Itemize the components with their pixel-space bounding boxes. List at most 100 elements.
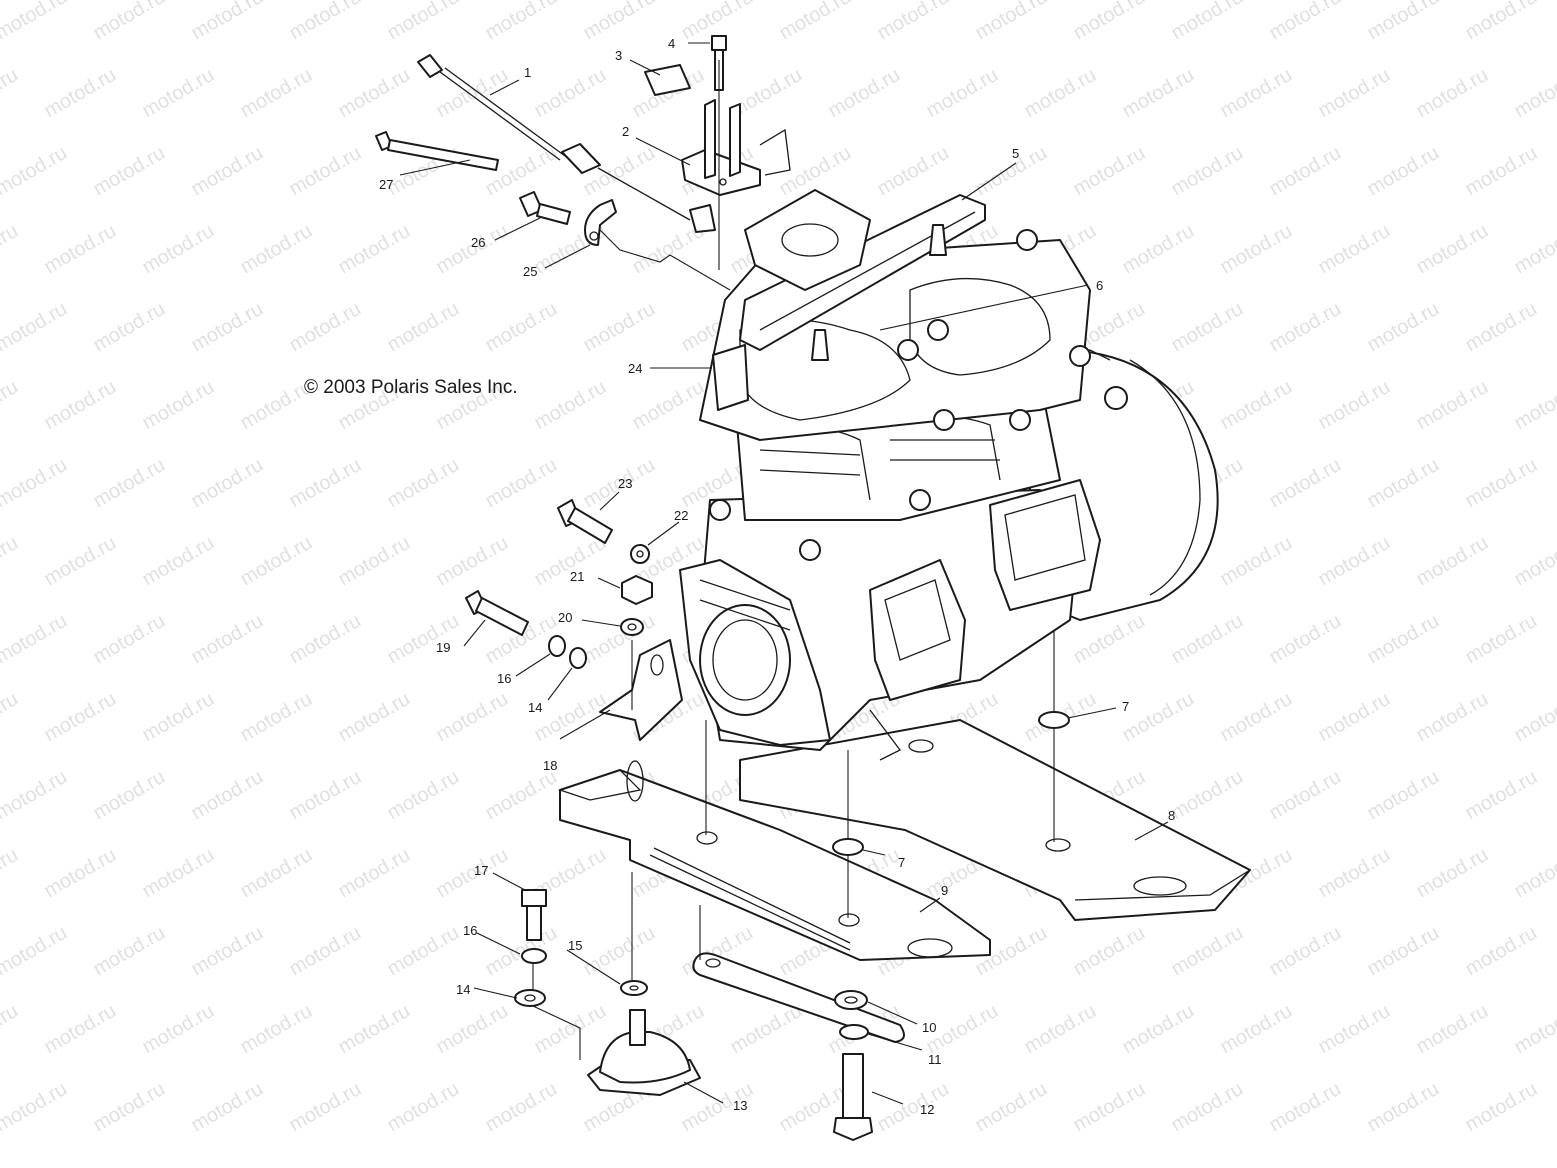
bracket-2: [681, 99, 791, 196]
mounting-plate-8: [739, 719, 1251, 921]
watermark-text: motod.ru: [1266, 922, 1345, 981]
watermark-text: motod.ru: [1168, 922, 1247, 981]
watermark-text: motod.ru: [1119, 688, 1198, 747]
watermark-text: motod.ru: [286, 454, 365, 513]
watermark-text: motod.ru: [1168, 0, 1247, 44]
callout-4: 4: [668, 36, 675, 51]
watermark-text: motod.ru: [1217, 64, 1296, 123]
watermark-text: motod.ru: [0, 532, 22, 591]
watermark-text: motod.ru: [1217, 688, 1296, 747]
watermark-text: motod.ru: [0, 1078, 71, 1137]
watermark-text: motod.ru: [139, 64, 218, 123]
watermark-text: motod.ru: [1119, 64, 1198, 123]
watermark-text: motod.ru: [1511, 376, 1557, 435]
watermark-text: motod.ru: [1511, 64, 1557, 123]
washer-11: [839, 1024, 869, 1040]
mounting-strap-10: [692, 952, 905, 1043]
watermark-text: motod.ru: [41, 844, 120, 903]
callout-8: 8: [1168, 808, 1175, 823]
watermark-text: motod.ru: [1462, 142, 1541, 201]
watermark-text: motod.ru: [1315, 376, 1394, 435]
watermark-text: motod.ru: [1070, 1078, 1149, 1137]
watermark-text: motod.ru: [482, 922, 561, 981]
watermark-text: motod.ru: [1217, 532, 1296, 591]
watermark-text: motod.ru: [41, 1000, 120, 1059]
bolt-19: [465, 590, 529, 636]
watermark-text: motod.ru: [286, 142, 365, 201]
watermark-text: motod.ru: [1511, 1000, 1557, 1059]
callout-3: 3: [615, 48, 622, 63]
watermark-text: motod.ru: [0, 220, 22, 279]
watermark-text: motod.ru: [1413, 1000, 1492, 1059]
watermark-text: motod.ru: [1364, 610, 1443, 669]
watermark-text: motod.ru: [286, 922, 365, 981]
watermark-text: motod.ru: [1413, 220, 1492, 279]
bracket-18: [599, 639, 683, 741]
watermark-text: motod.ru: [1315, 688, 1394, 747]
watermark-text: motod.ru: [1021, 64, 1100, 123]
watermark-text: motod.ru: [531, 64, 610, 123]
watermark-text: motod.ru: [188, 922, 267, 981]
watermark-text: motod.ru: [335, 532, 414, 591]
watermark-text: motod.ru: [90, 922, 169, 981]
motor-mount-13: [587, 1009, 701, 1096]
assembly-lines: [532, 60, 1055, 1060]
callout-12: 12: [920, 1102, 934, 1117]
watermark-text: motod.ru: [139, 532, 218, 591]
watermark-text: motod.ru: [482, 298, 561, 357]
watermark-text: motod.ru: [1462, 610, 1541, 669]
watermark-text: motod.ru: [384, 610, 463, 669]
watermark-text: motod.ru: [1217, 1000, 1296, 1059]
callout-5: 5: [1012, 146, 1019, 161]
bolt-17: [521, 889, 547, 941]
watermark-text: motod.ru: [1070, 142, 1149, 201]
watermark-text: motod.ru: [1266, 142, 1345, 201]
throttle-cable-1: [417, 54, 716, 233]
watermark-text: motod.ru: [1119, 1000, 1198, 1059]
watermark-text: motod.ru: [1462, 454, 1541, 513]
watermark-text: motod.ru: [286, 610, 365, 669]
watermark-text: motod.ru: [825, 64, 904, 123]
watermark-text: motod.ru: [286, 1078, 365, 1137]
watermark-text: motod.ru: [531, 1000, 610, 1059]
bolt-23: [557, 499, 613, 544]
callout-13: 13: [733, 1098, 747, 1113]
washer-14-lower: [514, 989, 546, 1007]
callout-2: 2: [622, 124, 629, 139]
watermark-text: motod.ru: [1266, 610, 1345, 669]
callout-11: 11: [928, 1052, 942, 1067]
watermark-text: motod.ru: [90, 454, 169, 513]
watermark-text: motod.ru: [923, 64, 1002, 123]
watermark-text: motod.ru: [0, 376, 22, 435]
watermark-text: motod.ru: [1315, 1000, 1394, 1059]
watermark-text: motod.ru: [482, 0, 561, 44]
watermark-text: motod.ru: [1511, 532, 1557, 591]
watermark-text: motod.ru: [1413, 688, 1492, 747]
watermark-text: motod.ru: [188, 610, 267, 669]
watermark-text: motod.ru: [1364, 922, 1443, 981]
callout-16-lower: 16: [463, 923, 477, 938]
watermark-text: motod.ru: [1511, 688, 1557, 747]
watermark-text: motod.ru: [139, 220, 218, 279]
washer-7-upper: [1038, 711, 1070, 729]
watermark-text: motod.ru: [1119, 220, 1198, 279]
watermark-text: motod.ru: [139, 1000, 218, 1059]
watermark-text: motod.ru: [482, 142, 561, 201]
watermark-text: motod.ru: [41, 64, 120, 123]
watermark-text: motod.ru: [1462, 0, 1541, 44]
watermark-text: motod.ru: [0, 844, 22, 903]
washer-20: [620, 618, 644, 636]
watermark-text: motod.ru: [1315, 844, 1394, 903]
callout-6: 6: [1096, 278, 1103, 293]
watermark-text: motod.ru: [1070, 922, 1149, 981]
watermark-text: motod.ru: [531, 376, 610, 435]
watermark-text: motod.ru: [874, 1078, 953, 1137]
watermark-text: motod.ru: [139, 688, 218, 747]
watermark-text: motod.ru: [90, 766, 169, 825]
callout-27: 27: [379, 177, 393, 192]
watermark-text: motod.ru: [188, 766, 267, 825]
watermark-text: motod.ru: [580, 142, 659, 201]
watermark-text: motod.ru: [237, 220, 316, 279]
